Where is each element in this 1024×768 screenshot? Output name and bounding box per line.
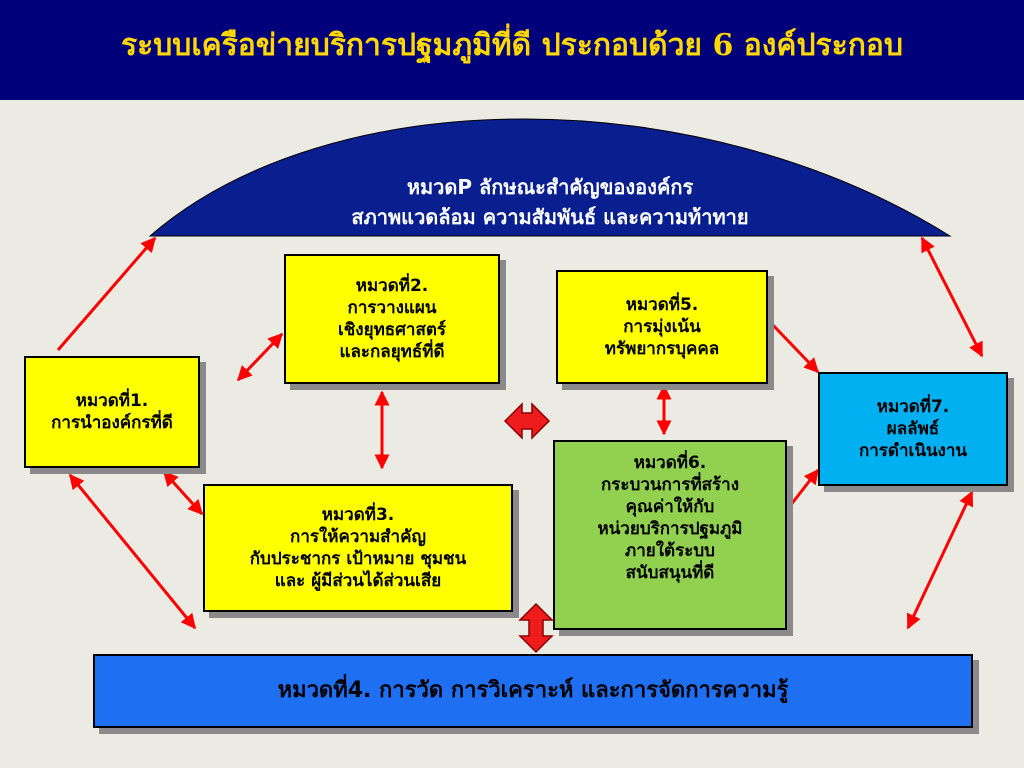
category-7-results-box: หมวดที่7. ผลลัพธ์ การดำเนินงาน	[818, 372, 1008, 486]
header-bar	[0, 0, 1024, 100]
category-5-workforce-box: หมวดที่5. การมุ่งเน้น ทรัพยากรบุคคล	[556, 270, 768, 384]
arrow-box1-to-arch	[56, 236, 157, 351]
category-2-strategy-box: หมวดที่2. การวางแผน เชิงยุทธศาสตร์ และกล…	[284, 254, 500, 384]
category-2-line-1: หมวดที่2.	[355, 276, 429, 296]
category-2-line-4: และกลยุทธ์ที่ดี	[339, 342, 445, 362]
category-1-line-2: การนำองค์กรที่ดี	[51, 413, 173, 433]
category-6-line-3: คุณค่าให้กับ	[625, 497, 715, 517]
category-5-line-3: ทรัพยากรบุคคล	[604, 339, 720, 359]
organizational-profile-label: หมวดP ลักษณะสำคัญขององค์กร สภาพแวดล้อม ค…	[230, 172, 870, 232]
arrow-box1-to-box3	[162, 470, 204, 516]
category-4-measurement-box: หมวดที่4. การวัด การวิเคราะห์ และการจัดก…	[93, 654, 973, 728]
double-arrow-box6-to-box4	[518, 602, 554, 654]
category-3-line-3: กับประชากร เป้าหมาย ชุมชน	[249, 549, 467, 569]
category-3-customers-box: หมวดที่3. การให้ความสำคัญ กับประชากร เป้…	[203, 484, 513, 612]
arrow-box1-to-box4	[68, 473, 197, 630]
category-6-line-5: ภายใต้ระบบ	[625, 541, 715, 561]
double-arrow-left-to-right	[503, 402, 551, 440]
category-1-leadership-box: หมวดที่1. การนำองค์กรที่ดี	[24, 356, 200, 468]
category-1-line-1: หมวดที่1.	[75, 391, 149, 411]
category-3-line-1: หมวดที่3.	[321, 505, 395, 525]
organizational-profile-arch	[148, 118, 952, 237]
category-5-line-2: การมุ่งเน้น	[623, 317, 701, 337]
category-2-line-2: การวางแผน	[347, 298, 437, 318]
category-6-line-1: หมวดที่6.	[633, 453, 707, 473]
arrow-box7-to-box4	[906, 490, 974, 630]
category-3-line-2: การให้ความสำคัญ	[290, 527, 426, 547]
category-6-line-2: กระบวนการที่สร้าง	[600, 475, 740, 495]
category-2-line-3: เชิงยุทธศาสตร์	[337, 320, 447, 340]
category-5-line-1: หมวดที่5.	[625, 295, 699, 315]
category-7-line-2: ผลลัพธ์	[886, 419, 940, 439]
arrow-box6-to-box7	[788, 468, 820, 507]
arrow-box1-to-box2	[236, 332, 284, 382]
arrow-box5-to-box7	[768, 320, 820, 374]
arrow-arch-to-box7	[920, 236, 984, 358]
category-7-line-1: หมวดที่7.	[876, 397, 950, 417]
arch-line-1: หมวดP ลักษณะสำคัญขององค์กร	[406, 175, 694, 199]
category-6-operations-box: หมวดที่6. กระบวนการที่สร้าง คุณค่าให้กับ…	[553, 440, 787, 630]
slide-title: ระบบเครือข่ายบริการปฐมภูมิที่ดี ประกอบด้…	[121, 28, 903, 63]
category-7-line-3: การดำเนินงาน	[858, 441, 968, 461]
arch-line-2: สภาพแวดล้อม ความสัมพันธ์ และความท้าทาย	[351, 205, 749, 229]
category-4-line-1: หมวดที่4. การวัด การวิเคราะห์ และการจัดก…	[277, 678, 789, 703]
category-6-line-4: หน่วยบริการปฐมภูมิ	[597, 519, 743, 539]
category-3-line-4: และ ผู้มีส่วนได้ส่วนเสีย	[274, 571, 442, 591]
category-6-line-6: สนับสนุนที่ดี	[625, 563, 715, 583]
